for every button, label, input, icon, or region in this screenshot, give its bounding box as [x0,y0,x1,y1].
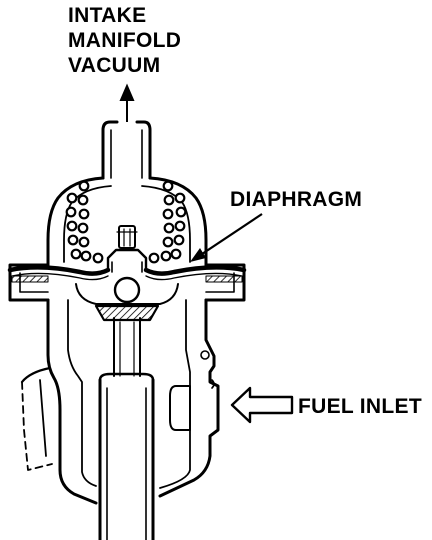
return-outlet-tube [98,372,155,540]
coil-spring [65,180,187,264]
regulator-body [7,120,247,540]
vacuum-arrow [119,83,135,122]
diaphragm [7,265,247,276]
intake-label-line-1: INTAKE [68,4,146,27]
fuel-inlet-label: FUEL INLET [298,395,422,418]
intake-label-line-3: VACUUM [68,54,160,77]
fuel-inlet-arrow-icon [230,386,294,424]
vacuum-port [101,120,152,180]
lower-housing-right [158,298,220,498]
lower-fuel-chamber [75,283,179,305]
valve-holder [106,248,148,272]
spring-seat-pin [116,225,138,249]
diaphragm-clamp-right [205,275,243,283]
diaphragm-clamp-left [11,275,49,283]
diaphragm-leader-arrow [190,213,263,262]
valve-seat-plate [94,304,160,322]
valve-stem [113,317,141,377]
diaphragm-label: DIAPHRAGM [230,188,362,211]
diaphragm-lower-edge [11,272,243,281]
ball-valve [113,276,141,304]
intake-label-line-2: MANIFOLD [68,29,181,52]
lower-housing-left [20,298,98,505]
